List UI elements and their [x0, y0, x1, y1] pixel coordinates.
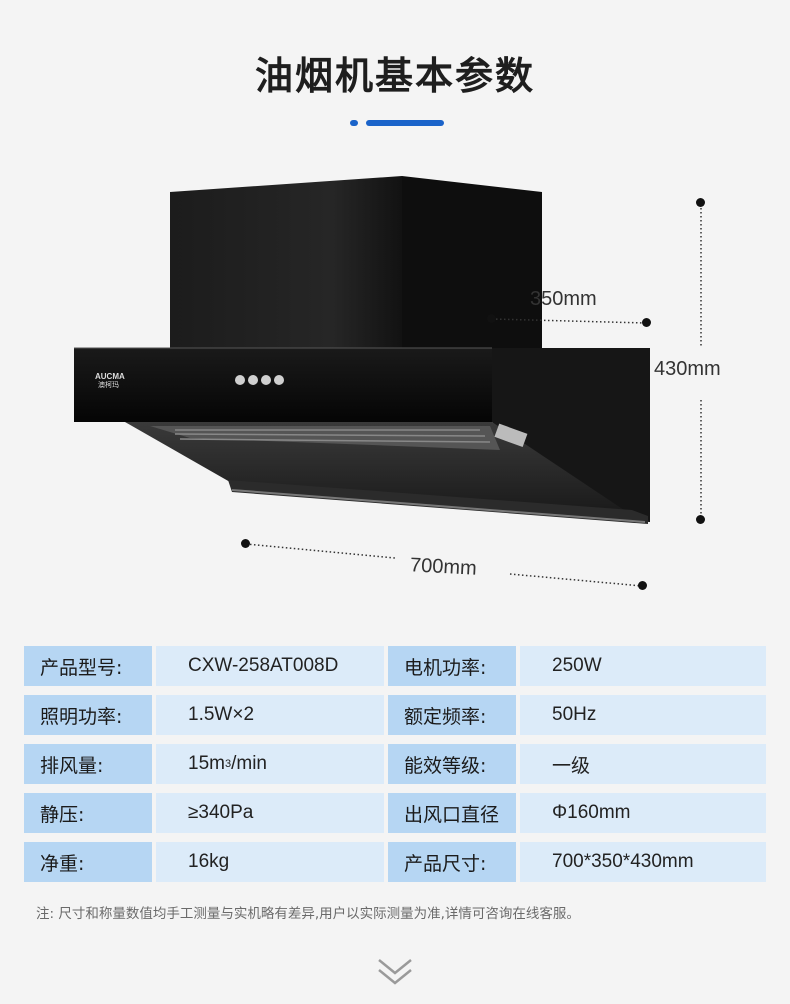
spec-value: 1.5W×2 [156, 695, 384, 735]
height-dot-top [696, 198, 705, 207]
spec-value: 700*350*430mm [520, 842, 766, 882]
spec-value-sup: 3 [224, 758, 232, 770]
width-dot-start [241, 539, 250, 548]
spec-value: 一级 [520, 744, 766, 784]
range-hood-image [74, 176, 702, 587]
double-chevron-down-icon[interactable] [373, 955, 417, 989]
height-label: 430mm [654, 358, 721, 380]
spec-value: CXW-258AT008D [156, 646, 384, 686]
spec-label: 出风口直径 [388, 793, 516, 833]
spec-value: 250W [520, 646, 766, 686]
spec-label: 能效等级: [388, 744, 516, 784]
depth-dot-end [642, 318, 651, 327]
spec-value-main: 15m [188, 753, 225, 774]
spec-value: 50Hz [520, 695, 766, 735]
spec-label: 产品型号: [24, 646, 152, 686]
title-decoration [0, 120, 790, 128]
brand-logo-sub: 澳柯玛 [98, 382, 119, 389]
page-title: 油烟机基本参数 [254, 54, 535, 98]
spec-row: 净重: 16kg 产品尺寸: 700*350*430mm [24, 842, 766, 882]
spec-label: 净重: [24, 842, 152, 882]
disclaimer-note: 注: 尺寸和称量数值均手工测量与实机略有差异,用户以实际测量为准,详情可咨询在线… [36, 906, 580, 922]
brand-logo-text: AUCMA [95, 372, 125, 381]
spec-label: 产品尺寸: [388, 842, 516, 882]
spec-value: Φ160mm [520, 793, 766, 833]
spec-row: 静压: ≥340Pa 出风口直径 Φ160mm [24, 793, 766, 833]
height-dot-bottom [696, 515, 705, 524]
width-label: 700mm [409, 554, 478, 580]
spec-value: ≥340Pa [156, 793, 384, 833]
depth-label: 350mm [530, 288, 597, 310]
spec-label: 静压: [24, 793, 152, 833]
spec-label: 电机功率: [388, 646, 516, 686]
spec-value-tail: /min [231, 753, 267, 774]
title-deco-dot [350, 120, 358, 126]
spec-row: 照明功率: 1.5W×2 额定频率: 50Hz [24, 695, 766, 735]
spec-label: 照明功率: [24, 695, 152, 735]
spec-label: 额定频率: [388, 695, 516, 735]
depth-dot-start [487, 314, 496, 323]
title-deco-bar [366, 120, 444, 126]
spec-label: 排风量: [24, 744, 152, 784]
spec-table: 产品型号: CXW-258AT008D 电机功率: 250W 照明功率: 1.5… [24, 646, 766, 891]
spec-row: 产品型号: CXW-258AT008D 电机功率: 250W [24, 646, 766, 686]
spec-value: 16kg [156, 842, 384, 882]
width-dot-end [638, 581, 647, 590]
product-illustration: AUCMA 澳柯玛 350mm 430mm 700mm [0, 160, 790, 620]
brand-logo: AUCMA 澳柯玛 [95, 372, 125, 390]
